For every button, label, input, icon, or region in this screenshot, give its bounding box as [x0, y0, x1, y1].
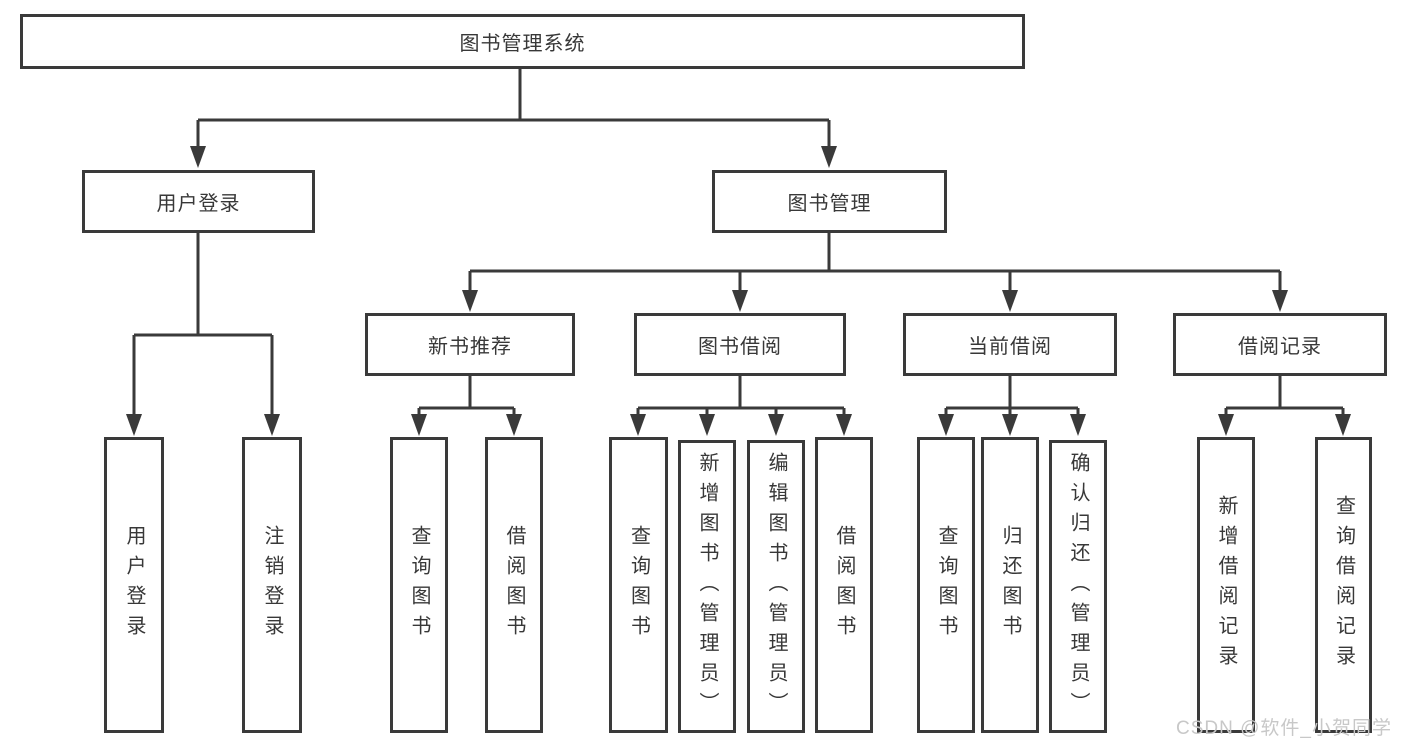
node-bb-edit-book-label: 编辑图书（管理员） — [765, 451, 787, 722]
node-nbr-borrow-book: 借阅图书 — [485, 437, 543, 733]
node-br-query-record: 查询借阅记录 — [1315, 437, 1372, 733]
node-book-borrow-label: 图书借阅 — [698, 336, 782, 358]
csdn-watermark: CSDN @软件_小贺同学 — [1176, 718, 1392, 739]
node-nbr-borrow-book-label: 借阅图书 — [503, 525, 525, 645]
node-cb-query-book-label: 查询图书 — [935, 525, 957, 645]
node-br-add-record: 新增借阅记录 — [1197, 437, 1255, 733]
node-borrow-records: 借阅记录 — [1173, 313, 1387, 376]
node-root: 图书管理系统 — [20, 14, 1025, 69]
node-br-query-record-label: 查询借阅记录 — [1332, 495, 1355, 675]
node-user-login-label: 用户登录 — [123, 525, 145, 645]
node-bb-add-book-label: 新增图书（管理员） — [696, 451, 718, 722]
node-bb-add-book: 新增图书（管理员） — [678, 440, 736, 733]
node-bb-edit-book: 编辑图书（管理员） — [747, 440, 805, 733]
node-new-book-rec-label: 新书推荐 — [428, 336, 512, 358]
node-bb-borrow-book: 借阅图书 — [815, 437, 873, 733]
node-br-add-record-label: 新增借阅记录 — [1215, 495, 1237, 675]
node-logout-label: 注销登录 — [261, 525, 283, 645]
node-new-book-rec: 新书推荐 — [365, 313, 575, 376]
node-bb-query-book-label: 查询图书 — [627, 525, 650, 645]
node-user-login-group-label: 用户登录 — [156, 193, 241, 215]
node-current-borrow: 当前借阅 — [903, 313, 1117, 376]
node-cb-confirm-return: 确认归还（管理员） — [1049, 440, 1107, 733]
node-logout: 注销登录 — [242, 437, 302, 733]
node-cb-query-book: 查询图书 — [917, 437, 975, 733]
node-cb-return-book-label: 归还图书 — [999, 525, 1021, 645]
node-bb-borrow-book-label: 借阅图书 — [833, 525, 855, 645]
node-user-login: 用户登录 — [104, 437, 164, 733]
node-cb-return-book: 归还图书 — [981, 437, 1039, 733]
node-book-mgmt: 图书管理 — [712, 170, 947, 233]
node-cb-confirm-return-label: 确认归还（管理员） — [1067, 451, 1089, 722]
node-root-label: 图书管理系统 — [459, 33, 586, 55]
node-nbr-query-book: 查询图书 — [390, 437, 448, 733]
node-current-borrow-label: 当前借阅 — [968, 336, 1052, 358]
node-bb-query-book: 查询图书 — [609, 437, 668, 733]
node-borrow-records-label: 借阅记录 — [1238, 336, 1322, 358]
node-book-borrow: 图书借阅 — [634, 313, 846, 376]
node-nbr-query-book-label: 查询图书 — [408, 525, 430, 645]
node-user-login-group: 用户登录 — [82, 170, 315, 233]
node-book-mgmt-label: 图书管理 — [787, 193, 872, 215]
